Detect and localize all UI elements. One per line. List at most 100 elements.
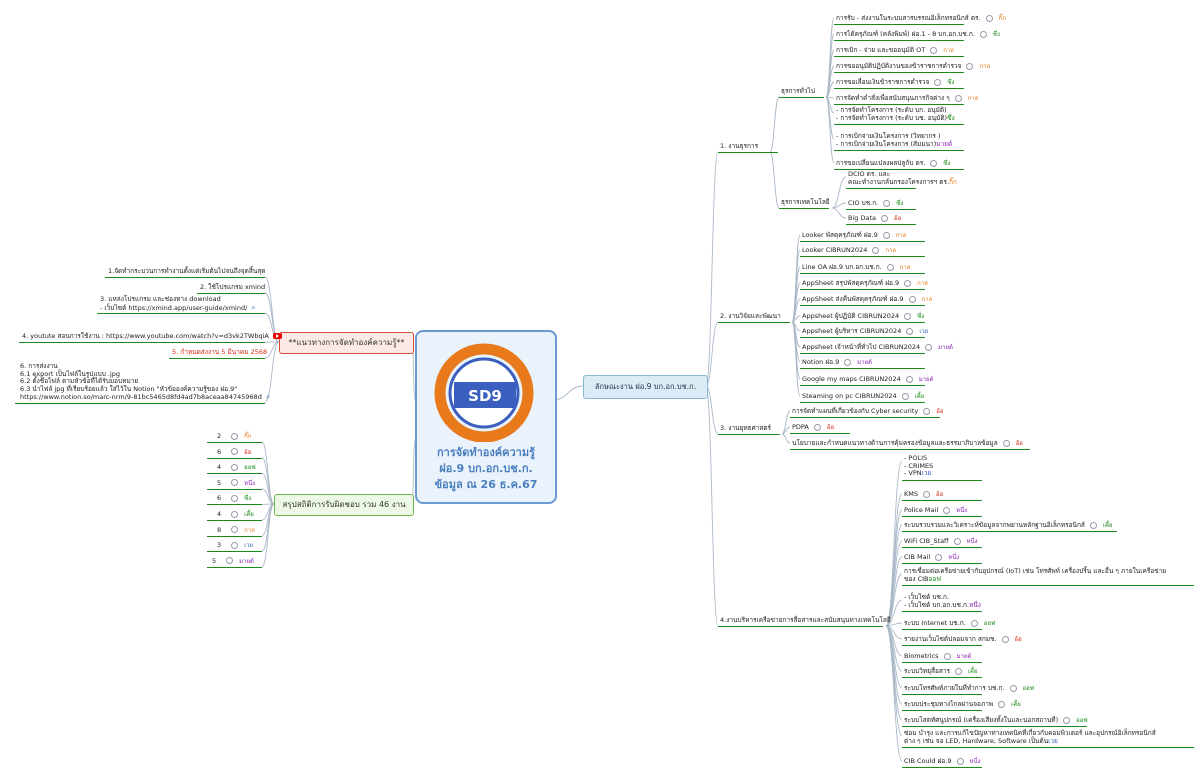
collapse-toggle-icon[interactable] xyxy=(905,375,913,383)
collapse-toggle-icon[interactable] xyxy=(934,78,942,86)
paperclip-icon[interactable]: ⌕ xyxy=(265,392,271,401)
subgroup-tech-admin[interactable]: ธุรการเทคโนโลยี xyxy=(781,196,830,208)
collapse-toggle-icon[interactable] xyxy=(1001,635,1009,643)
collapse-toggle-icon[interactable] xyxy=(904,312,912,320)
branch-guidelines[interactable]: **แนวทางการจัดทำองค์ความรู้** xyxy=(279,332,414,354)
collapse-toggle-icon[interactable] xyxy=(231,541,239,549)
collapse-toggle-icon[interactable] xyxy=(231,432,239,440)
collapse-toggle-icon[interactable] xyxy=(930,46,938,54)
collapse-toggle-icon[interactable] xyxy=(231,448,239,456)
collapse-toggle-icon[interactable] xyxy=(231,494,239,502)
group-admin[interactable]: 1. งานธุรการ xyxy=(720,140,758,152)
collapse-toggle-icon[interactable] xyxy=(925,343,933,351)
collapse-toggle-icon[interactable] xyxy=(970,619,978,627)
collapse-toggle-icon[interactable] xyxy=(943,506,951,514)
collapse-toggle-icon[interactable] xyxy=(954,667,962,675)
guideline-node[interactable]: 1.จัดทำกระบวนการทำงานตั้งแต่เริ่มต้นไปจน… xyxy=(108,265,265,277)
collapse-toggle-icon[interactable] xyxy=(231,479,239,487)
topic-node[interactable]: ซ่อม บำรุง และการแก้ไขปัญหาทางเทคนิคที่เ… xyxy=(904,729,1156,745)
topic-node[interactable]: - การเบิกจ่ายเงินโครงการ (วิทยากร ) - กา… xyxy=(836,132,952,148)
branch-work-scope[interactable]: ลักษณะงาน ฝอ.9 บก.อก.บช.ก. xyxy=(583,375,708,399)
collapse-toggle-icon[interactable] xyxy=(954,94,962,102)
collapse-toggle-icon[interactable] xyxy=(882,231,890,239)
topic-node[interactable]: การขออนุมัติปฏิบัติงานของข้าราชการตำรวจก… xyxy=(836,60,990,72)
collapse-toggle-icon[interactable] xyxy=(844,358,852,366)
topic-node[interactable]: การขอเลื่อนเงินข้าราชการตำรวจซึ่ง xyxy=(836,76,954,88)
branch-statistics[interactable]: สรุปสถิติการรับผิดชอบ รวม 46 งาน xyxy=(274,494,414,516)
topic-node[interactable]: - เว็บไซต์ บช.ก. - เว็บไซต์ บก.อก.บช.ก.ห… xyxy=(904,593,981,609)
topic-node[interactable]: การจัดทำแผนที่เกี่ยวข้องกับ Cyber securi… xyxy=(792,405,943,417)
subgroup-general-admin[interactable]: ธุรการทั่วไป xyxy=(781,85,815,97)
collapse-toggle-icon[interactable] xyxy=(998,700,1006,708)
collapse-toggle-icon[interactable] xyxy=(923,407,931,415)
topic-node[interactable]: ระบบรวบรวมและวิเคราะห์ข้อมูลจากพยานหลักฐ… xyxy=(904,519,1112,531)
guideline-node[interactable]: 4. youtute สอนการใช้งาน : https://www.yo… xyxy=(22,330,282,342)
topic-node[interactable]: Line OA ฝอ.9 บก.อก.บช.ก.กาล xyxy=(802,261,910,273)
collapse-toggle-icon[interactable] xyxy=(908,295,916,303)
collapse-toggle-icon[interactable] xyxy=(956,757,964,765)
collapse-toggle-icon[interactable] xyxy=(1063,716,1071,724)
topic-node[interactable]: ระบบ Internet บช.ก.ออฟ xyxy=(904,617,995,629)
collapse-toggle-icon[interactable] xyxy=(904,279,912,287)
topic-node[interactable]: CIO บช.ก.ซึ่ง xyxy=(848,197,903,209)
collapse-toggle-icon[interactable] xyxy=(226,557,234,565)
collapse-toggle-icon[interactable] xyxy=(979,30,987,38)
topic-node[interactable]: การรับ - ส่งงานในระบบสารบรรณอิเล็กทรอนิก… xyxy=(836,12,1006,24)
guideline-node[interactable]: 5. กำหนดส่งงาน 5 มีนาคม 2568 xyxy=(172,346,267,358)
collapse-toggle-icon[interactable] xyxy=(953,537,961,545)
paperclip-icon[interactable]: ⌕ xyxy=(251,302,256,312)
collapse-toggle-icon[interactable] xyxy=(930,159,938,167)
collapse-toggle-icon[interactable] xyxy=(935,553,943,561)
topic-node[interactable]: การจัดทำคำสั่งเพื่อสนับสนุนภารกิจต่าง ๆก… xyxy=(836,92,978,104)
collapse-toggle-icon[interactable] xyxy=(813,423,821,431)
collapse-toggle-icon[interactable] xyxy=(1002,439,1010,447)
collapse-toggle-icon[interactable] xyxy=(231,510,239,518)
collapse-toggle-icon[interactable] xyxy=(231,526,239,534)
collapse-toggle-icon[interactable] xyxy=(901,392,909,400)
topic-node[interactable]: DCIO ตร. และ คณะทำงานกลั่นกรองโครงการฯ ต… xyxy=(848,170,957,186)
youtube-icon[interactable] xyxy=(272,333,282,339)
topic-node[interactable]: นโยบายและกำหนดแนวทางด้านการคุ้มครองข้อมู… xyxy=(792,437,1023,449)
collapse-toggle-icon[interactable] xyxy=(872,246,880,254)
topic-node[interactable]: - การจัดทำโครงการ (ระดับ บก. อนุมัติ) - … xyxy=(836,106,955,122)
topic-node[interactable]: การเชื่อมต่อเครือข่ายเข้ากับอุปกรณ์ (IoT… xyxy=(904,567,1166,583)
collapse-toggle-icon[interactable] xyxy=(966,62,974,70)
collapse-toggle-icon[interactable] xyxy=(923,490,930,498)
guideline-node[interactable]: 6. การส่งงาน 6.1 export เป็นไฟล์ในรูปแบบ… xyxy=(20,362,271,402)
guideline-node[interactable]: 3. แหล่งโปรแกรม และช่องทาง download - เว… xyxy=(100,295,256,312)
collapse-toggle-icon[interactable] xyxy=(880,214,888,222)
topic-node[interactable]: การได้ครุภัณฑ์ (คลังพิมพ์) ฝอ.1 - 8 บก.อ… xyxy=(836,28,1000,40)
central-topic[interactable]: SD9 การจัดทำองค์ความรู้ ฝอ.9 บก.อก.บช.ก.… xyxy=(415,330,557,504)
collapse-toggle-icon[interactable] xyxy=(906,327,914,335)
topic-node[interactable]: การขอเปลี่ยนแปลงผลปลูกับ ตร.ซึ่ง xyxy=(836,157,950,169)
collapse-toggle-icon[interactable] xyxy=(886,263,894,271)
topic-node[interactable]: ระบบโทรศัพท์ภายในที่ทำการ บช.ก.ออฟ xyxy=(904,682,1034,694)
group-network[interactable]: 4.งานบริหารเครือข่ายการสื่อสารและสนับสนุ… xyxy=(720,614,891,626)
guideline-node[interactable]: 2. ใช้โปรแกรม xmind xyxy=(200,281,265,293)
topic-node[interactable]: ระบบวิทยุสื่อสารเคี้ย xyxy=(904,665,978,677)
collapse-toggle-icon[interactable] xyxy=(883,199,891,207)
